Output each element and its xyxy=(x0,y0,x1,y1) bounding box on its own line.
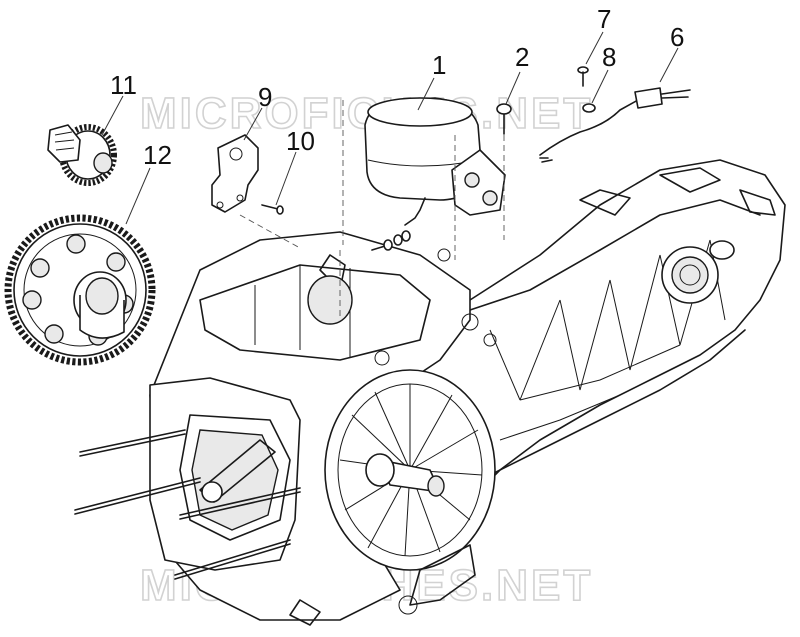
terminal-screw xyxy=(371,230,411,251)
cylinder-studs xyxy=(74,429,301,580)
starter-driven-gear xyxy=(4,214,156,366)
callout-11: 11 xyxy=(110,70,137,100)
starter-motor xyxy=(364,97,506,226)
callouts: 1 2 6 7 8 9 10 11 12 xyxy=(110,4,684,170)
ground-washer xyxy=(582,103,596,113)
callout-2: 2 xyxy=(515,42,529,72)
mounting-bracket xyxy=(211,134,259,213)
leader-lines xyxy=(101,31,679,225)
callout-10: 10 xyxy=(286,126,315,156)
callout-7: 7 xyxy=(597,4,611,34)
assembly-guide-lines xyxy=(239,100,505,320)
callout-12: 12 xyxy=(143,140,172,170)
starter-bolt xyxy=(496,103,512,135)
starter-pinion xyxy=(47,124,117,186)
callout-8: 8 xyxy=(602,42,616,72)
ground-screw xyxy=(577,66,589,87)
callout-6: 6 xyxy=(670,22,684,52)
crankcase xyxy=(149,159,786,626)
callout-9: 9 xyxy=(258,82,272,112)
callout-1: 1 xyxy=(432,50,446,80)
starter-cable xyxy=(539,87,691,163)
bracket-screw xyxy=(261,204,284,215)
